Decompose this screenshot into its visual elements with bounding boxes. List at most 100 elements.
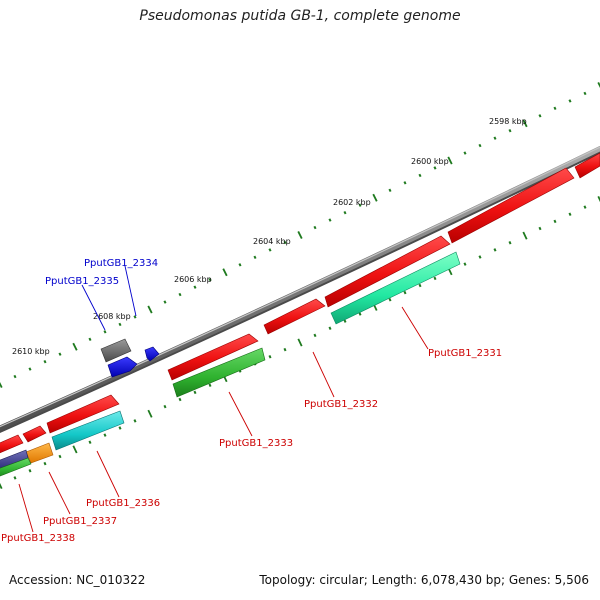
scale-tick — [568, 99, 572, 103]
gene-label-2333: PputGB1_2333 — [219, 438, 293, 449]
leader-2336 — [96, 450, 120, 498]
cds-feature — [324, 235, 451, 308]
scale-tick — [343, 210, 347, 215]
scale-tick — [58, 352, 62, 356]
gene-label-2331: PputGB1_2331 — [428, 348, 502, 359]
cds-feature — [0, 434, 24, 454]
scale-tick — [208, 278, 212, 282]
scale-tick — [72, 445, 78, 454]
gene-2335-feature — [107, 356, 138, 378]
scale-tick — [147, 305, 153, 314]
tick-label-2604: 2604 kbp — [253, 237, 291, 246]
scale-tick — [268, 355, 272, 359]
leader-2337 — [48, 471, 71, 515]
scale-tick — [147, 409, 153, 418]
scale-tick — [463, 151, 467, 155]
scale-tick — [388, 298, 392, 302]
leader-2333 — [228, 391, 253, 437]
gene-label-2338: PputGB1_2338 — [1, 533, 75, 544]
orf-feature — [330, 251, 461, 325]
reverse-feature-track — [100, 338, 160, 378]
scale-tick — [0, 482, 3, 489]
tick-label-2608: 2608 kbp — [93, 312, 131, 321]
scale-tick — [88, 337, 92, 341]
scale-tick — [178, 292, 182, 297]
scale-tick — [103, 330, 107, 334]
tick-label-2602: 2602 kbp — [333, 198, 371, 207]
scale-tick — [553, 106, 557, 111]
tick-label-2598: 2598 kbp — [489, 117, 527, 126]
scale-tick — [72, 342, 78, 351]
scale-tick — [0, 381, 3, 388]
scale-tick — [118, 322, 122, 327]
orf-feature — [51, 410, 125, 451]
scale-tick — [118, 426, 122, 430]
gene-labels: PputGB1_2331 PputGB1_2332 PputGB1_2333 P… — [1, 258, 502, 544]
scale-tick — [403, 181, 407, 185]
scale-tick — [433, 166, 437, 170]
scale-tick — [583, 91, 587, 96]
scale-tick — [597, 82, 600, 89]
leader-2335 — [81, 284, 106, 331]
scale-tick — [403, 290, 407, 295]
misc-feature — [100, 338, 132, 363]
scale-tick — [508, 129, 512, 133]
scale-tick — [163, 300, 167, 304]
scale-tick — [222, 268, 228, 277]
scale-tick — [328, 218, 332, 222]
lower-tick-ring — [0, 196, 600, 489]
scale-tick — [208, 383, 212, 387]
scale-tick — [418, 283, 422, 288]
scale-tick — [522, 231, 528, 240]
scale-tick — [388, 188, 392, 192]
cds-feature — [167, 333, 259, 381]
map-title: Pseudomonas putida GB-1, complete genome — [139, 8, 461, 24]
tick-label-2600: 2600 kbp — [411, 157, 449, 166]
scale-tick — [88, 440, 92, 444]
cds-feature — [22, 425, 47, 443]
scale-tick — [553, 219, 557, 224]
cds-feature — [447, 167, 575, 244]
scale-tick — [597, 196, 600, 203]
scale-tick — [522, 119, 528, 128]
scale-tick — [433, 276, 437, 281]
gene-label-2335: PputGB1_2335 — [45, 276, 119, 287]
scale-tick — [493, 248, 497, 252]
gene-label-2334: PputGB1_2334 — [84, 258, 158, 269]
scale-tick — [508, 241, 512, 245]
scale-tick — [447, 156, 453, 165]
scale-tick — [418, 173, 422, 178]
scale-tick — [253, 255, 257, 260]
scale-tick — [193, 390, 197, 395]
genome-backbone — [0, 145, 600, 433]
orf-feature — [25, 442, 54, 464]
scale-tick — [283, 347, 287, 352]
leader-2338 — [18, 483, 34, 533]
scale-tick — [538, 226, 542, 231]
orf-track — [0, 251, 461, 477]
scale-tick — [103, 433, 107, 437]
scale-tick — [43, 359, 47, 364]
scale-tick — [313, 333, 317, 338]
scale-tick — [133, 419, 137, 423]
scale-tick — [13, 374, 17, 379]
leader-2331 — [401, 306, 429, 350]
accession-label: Accession: NC_010322 — [9, 573, 146, 587]
scale-tick — [133, 315, 137, 319]
cds-feature — [574, 152, 600, 179]
genome-info-label: Topology: circular; Length: 6,078,430 bp… — [259, 573, 589, 587]
scale-tick — [343, 319, 347, 323]
scale-tick — [583, 205, 587, 209]
scale-tick — [178, 397, 182, 402]
scale-tick — [283, 240, 287, 245]
cds-feature — [46, 394, 120, 434]
scale-tick — [28, 367, 32, 371]
gene-label-2332: PputGB1_2332 — [304, 399, 378, 410]
scale-tick — [268, 248, 272, 252]
gene-label-2336: PputGB1_2336 — [86, 498, 160, 509]
scale-tick — [538, 114, 542, 118]
scale-tick — [478, 255, 482, 259]
upper-tick-ring — [0, 82, 600, 388]
scale-tick — [238, 263, 242, 267]
label-leaders — [18, 265, 429, 533]
